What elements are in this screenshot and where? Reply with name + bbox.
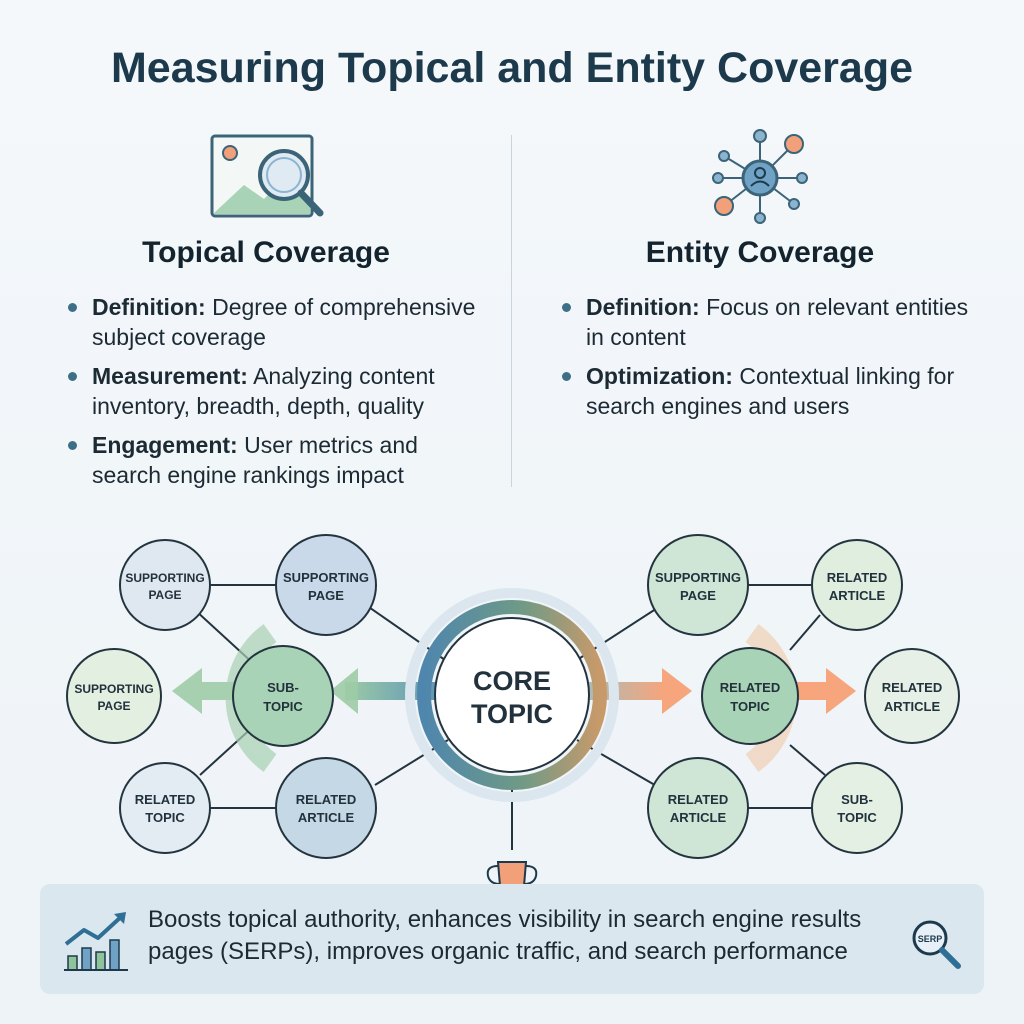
node-supporting-page-top-left: SUPPORTING PAGE bbox=[119, 539, 211, 631]
node-subtopic-right: SUB- TOPIC bbox=[811, 762, 903, 854]
arrow-left-inner bbox=[330, 668, 440, 714]
summary-panel: Boosts topical authority, enhances visib… bbox=[40, 884, 984, 994]
growth-chart-icon bbox=[62, 910, 132, 974]
node-related-article-bottom-right: RELATED ARTICLE bbox=[647, 757, 749, 859]
page-title: Measuring Topical and Entity Coverage bbox=[110, 44, 914, 92]
svg-text:TOPIC: TOPIC bbox=[730, 699, 770, 714]
node-related-article-left: RELATED ARTICLE bbox=[275, 757, 377, 859]
svg-text:TOPIC: TOPIC bbox=[837, 810, 877, 825]
svg-text:SUB-: SUB- bbox=[267, 680, 299, 695]
topical-coverage-list: Definition: Degree of comprehensive subj… bbox=[66, 292, 486, 499]
entity-coverage-heading: Entity Coverage bbox=[645, 236, 875, 269]
list-item: Engagement: User metrics and search engi… bbox=[66, 430, 486, 490]
svg-text:RELATED: RELATED bbox=[668, 792, 728, 807]
core-label-line2: TOPIC bbox=[471, 699, 553, 729]
svg-text:SUPPORTING: SUPPORTING bbox=[283, 570, 369, 585]
core-ring bbox=[417, 600, 607, 790]
svg-text:ARTICLE: ARTICLE bbox=[298, 810, 355, 825]
svg-text:SUPPORTING: SUPPORTING bbox=[74, 682, 153, 696]
svg-text:TOPIC: TOPIC bbox=[263, 699, 303, 714]
svg-text:RELATED: RELATED bbox=[296, 792, 356, 807]
svg-text:TOPIC: TOPIC bbox=[145, 810, 185, 825]
list-item: Definition: Degree of comprehensive subj… bbox=[66, 292, 486, 352]
list-item: Definition: Focus on relevant entities i… bbox=[560, 292, 970, 352]
core-outer-glow bbox=[405, 588, 619, 802]
svg-text:SUPPORTING: SUPPORTING bbox=[125, 571, 204, 585]
svg-text:SUB-: SUB- bbox=[841, 792, 873, 807]
svg-text:PAGE: PAGE bbox=[680, 588, 716, 603]
svg-text:ARTICLE: ARTICLE bbox=[884, 699, 941, 714]
svg-text:RELATED: RELATED bbox=[827, 570, 887, 585]
topical-coverage-heading: Topical Coverage bbox=[142, 236, 390, 269]
svg-text:ARTICLE: ARTICLE bbox=[670, 810, 727, 825]
node-supporting-page-right: SUPPORTING PAGE bbox=[647, 534, 749, 636]
node-subtopic-left: SUB- TOPIC bbox=[232, 645, 334, 747]
node-related-article-right: RELATED ARTICLE bbox=[864, 648, 960, 744]
core-topic-node bbox=[434, 617, 590, 773]
summary-text: Boosts topical authority, enhances visib… bbox=[148, 906, 862, 965]
serp-badge: SERP bbox=[918, 934, 943, 944]
arrow-right-outer bbox=[790, 668, 856, 714]
node-related-article-top-right: RELATED ARTICLE bbox=[811, 539, 903, 631]
image-magnifier-icon bbox=[208, 133, 328, 225]
core-label-line1: CORE bbox=[473, 666, 551, 696]
svg-text:RELATED: RELATED bbox=[882, 680, 942, 695]
list-item: Measurement: Analyzing content inventory… bbox=[66, 361, 486, 421]
svg-text:PAGE: PAGE bbox=[148, 588, 181, 602]
list-item: Optimization: Contextual linking for sea… bbox=[560, 361, 970, 421]
svg-text:RELATED: RELATED bbox=[135, 792, 195, 807]
svg-text:ARTICLE: ARTICLE bbox=[829, 588, 886, 603]
entity-network-icon bbox=[708, 128, 812, 228]
svg-text:RELATED: RELATED bbox=[720, 680, 780, 695]
svg-text:SUPPORTING: SUPPORTING bbox=[655, 570, 741, 585]
node-supporting-page-left: SUPPORTING PAGE bbox=[66, 648, 162, 744]
entity-coverage-list: Definition: Focus on relevant entities i… bbox=[560, 292, 970, 430]
node-related-topic-left: RELATED TOPIC bbox=[119, 762, 211, 854]
svg-text:PAGE: PAGE bbox=[308, 588, 344, 603]
node-related-topic-right: RELATED TOPIC bbox=[701, 647, 799, 745]
node-supporting-page-top: SUPPORTING PAGE bbox=[275, 534, 377, 636]
serp-magnifier-icon: SERP bbox=[908, 916, 964, 972]
arrow-left-outer bbox=[172, 668, 238, 714]
svg-text:PAGE: PAGE bbox=[97, 699, 130, 713]
column-divider bbox=[511, 135, 512, 487]
